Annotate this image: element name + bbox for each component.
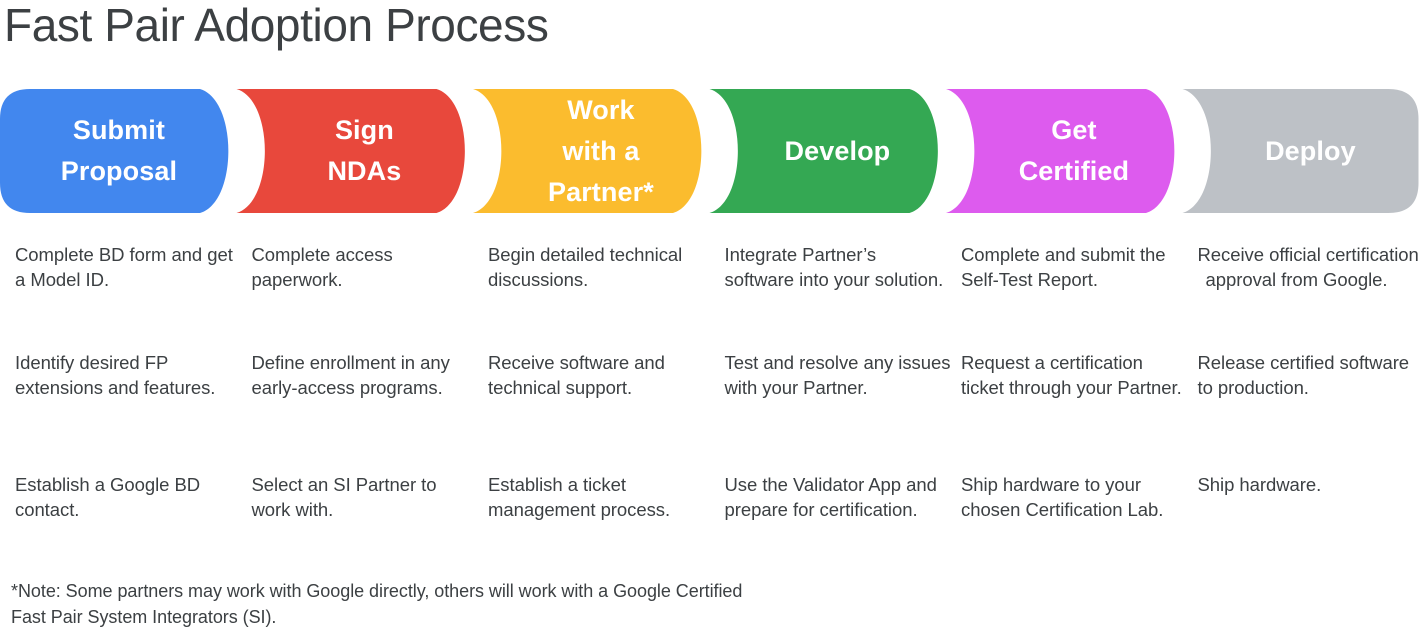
- process-arrow-get-certified[interactable]: [946, 89, 1175, 213]
- stage-detail-item: Receive software and technical support.: [488, 352, 665, 398]
- stage-detail-item: Use the Validator App and prepare for ce…: [724, 474, 937, 520]
- stage-detail-item: Test and resolve any issues with your Pa…: [724, 352, 951, 398]
- footnote-note: *Note: Some partners may work with Googl…: [11, 581, 743, 627]
- stage-detail-item: Release certified software to production…: [1197, 352, 1410, 398]
- process-arrow-work-with-a-partner[interactable]: [473, 89, 702, 213]
- page-title: Fast Pair Adoption Process: [4, 0, 549, 51]
- stage-detail-item: Establish a ticket management process.: [488, 474, 671, 520]
- process-arrow-deploy[interactable]: [1182, 89, 1419, 213]
- stage-detail-item: Identify desired FP extensions and featu…: [15, 352, 216, 398]
- stage-detail-item: Begin detailed technical discussions.: [488, 244, 683, 290]
- stage-detail-item: Complete and submit the Self-Test Report…: [961, 244, 1166, 290]
- stage-detail-item: Integrate Partner’s software into your s…: [724, 244, 944, 290]
- stage-detail-item: Request a certification ticket through y…: [961, 352, 1182, 398]
- stage-detail-item: Receive official certification approval …: [1197, 244, 1419, 290]
- process-arrow-develop[interactable]: [709, 89, 938, 213]
- process-arrow-shapes: [0, 89, 1419, 213]
- process-arrow-submit-proposal[interactable]: [0, 89, 229, 213]
- stage-detail-item: Complete access paperwork.: [251, 244, 393, 290]
- stage-detail-item: Select an SI Partner to work with.: [251, 474, 437, 520]
- stage-detail-item: Establish a Google BD contact.: [15, 474, 201, 520]
- process-arrow-band: [0, 89, 1423, 213]
- process-arrow-sign-ndas[interactable]: [236, 89, 465, 213]
- stage-detail-item: Ship hardware.: [1197, 474, 1322, 495]
- stage-detail-item: Define enrollment in any early-access pr…: [251, 352, 450, 398]
- stage-detail-item: Ship hardware to your chosen Certificati…: [961, 474, 1164, 520]
- stage-detail-item: Complete BD form and get a Model ID.: [15, 244, 233, 290]
- stage-detail-columns: Complete BD form and get a Model ID. Iden…: [0, 240, 1423, 560]
